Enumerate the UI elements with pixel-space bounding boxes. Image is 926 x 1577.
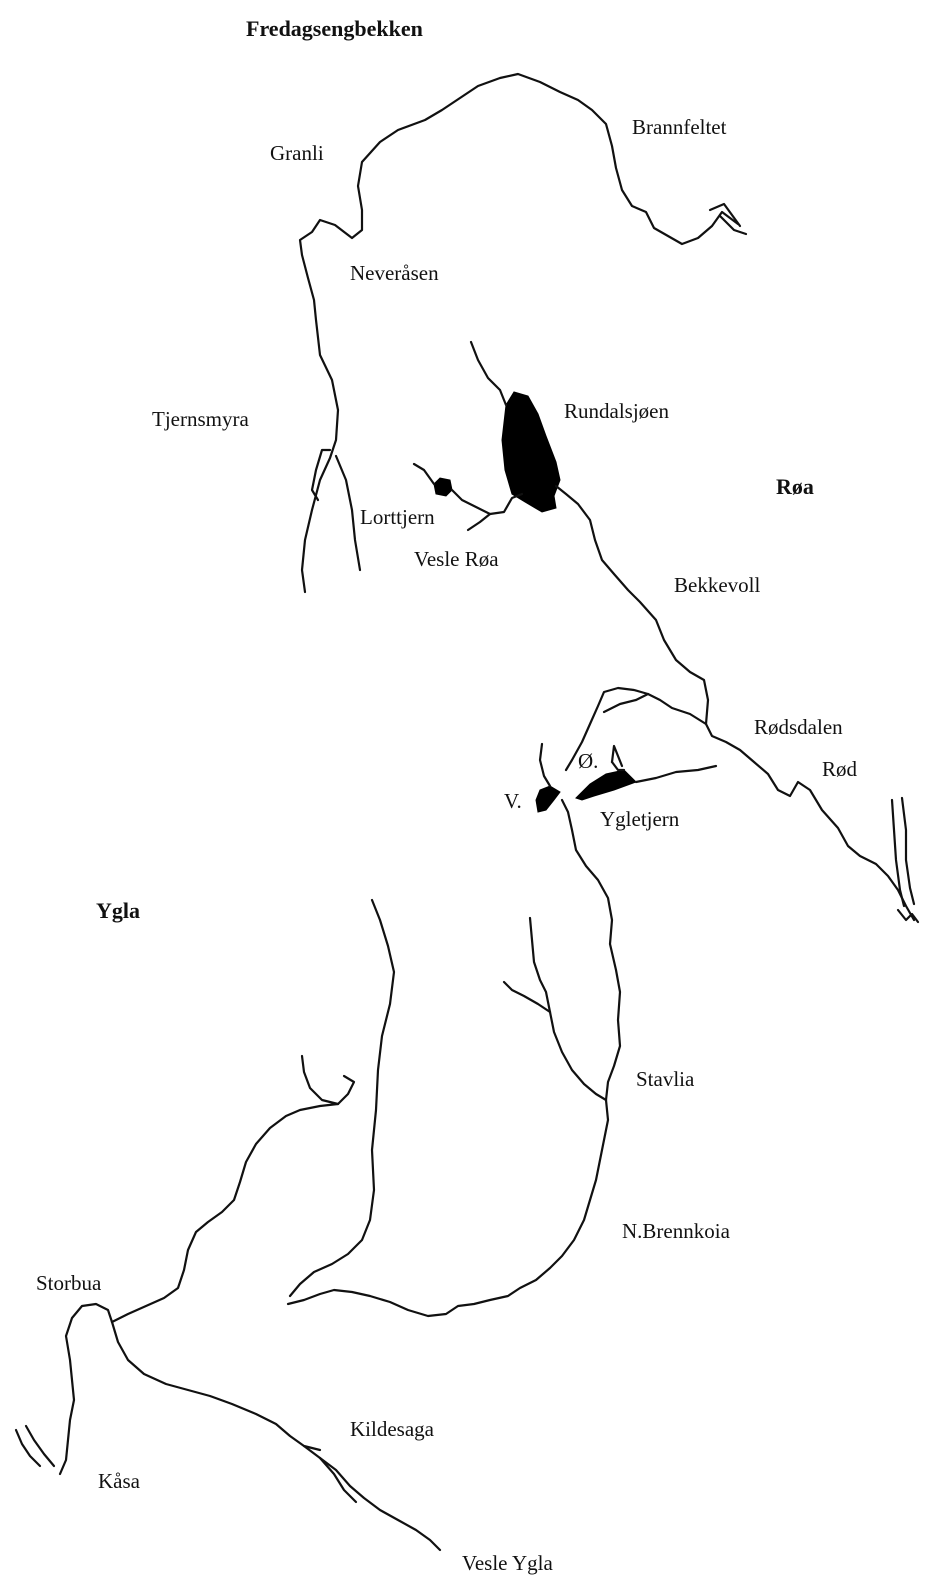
river-ygla-main <box>286 798 622 1318</box>
label-neverasen: Neveråsen <box>350 261 439 285</box>
label-fredagsengbekken: Fredagsengbekken <box>246 16 423 41</box>
label-vesle-roa: Vesle Røa <box>414 547 499 571</box>
river-brannfeltet-outlet-upper <box>708 202 742 228</box>
river-stavlia-branch-fork <box>502 980 552 1014</box>
lake-rundalsjoen <box>501 391 561 513</box>
river-rod-outlet-1 <box>890 798 906 908</box>
river-fredagsengbekken <box>298 72 740 594</box>
river-storbua-branch-fork <box>110 1102 340 1324</box>
label-vesle-ygla: Vesle Ygla <box>462 1551 553 1575</box>
label-bekkevoll: Bekkevoll <box>674 573 760 597</box>
river-vesle-roa-branch <box>466 512 492 532</box>
label-n-brennkoia: N.Brennkoia <box>622 1219 731 1243</box>
river-storbua-loop <box>58 1302 114 1476</box>
label-granli: Granli <box>270 141 324 165</box>
river-rundal-inflow <box>469 340 508 407</box>
river-tjernsmyra-branch <box>310 448 332 502</box>
river-roa <box>554 484 916 922</box>
river-kildesaga-branch <box>288 898 396 1298</box>
river-vesle-ygla-fork <box>318 1456 358 1504</box>
label-lorttjern: Lorttjern <box>360 505 435 529</box>
river-stavlia-branch <box>528 916 608 1102</box>
river-rodsdalen-branch <box>564 686 708 772</box>
lake-vestre-ygletjern <box>535 785 561 813</box>
river-brannfeltet-outlet-lower <box>718 214 748 236</box>
river-storbua-to-kildesaga <box>110 1320 322 1452</box>
label-rod: Rød <box>822 757 858 781</box>
river-rodsdalen-branch-fork <box>602 692 650 714</box>
label-kasa: Kåsa <box>98 1469 141 1493</box>
river-ygletjern-inflow-v <box>538 742 552 788</box>
river-ygletjern-inflow-east <box>634 764 718 784</box>
label-rodsdalen: Rødsdalen <box>754 715 843 739</box>
river-rod-outlet-2 <box>900 796 916 906</box>
label-storbua: Storbua <box>36 1271 102 1295</box>
label-brannfeltet: Brannfeltet <box>632 115 727 139</box>
river-rod-outlet-3 <box>896 908 920 924</box>
label-stavlia: Stavlia <box>636 1067 695 1091</box>
label-ygla: Ygla <box>96 898 140 923</box>
river-tjernsmyra-branch-east <box>334 454 362 572</box>
label-rundalsjoen: Rundalsjøen <box>564 399 669 423</box>
label-ygletjern-o: Ø. <box>578 749 598 773</box>
river-ygletjern-inflow-o <box>610 760 626 772</box>
river-storbua-branch <box>300 1054 356 1106</box>
label-ygletjern-v: V. <box>504 789 522 813</box>
label-roa: Røa <box>776 474 814 499</box>
label-ygletjern: Ygletjern <box>600 807 680 831</box>
river-kasa-left <box>14 1428 42 1468</box>
river-vesle-ygla <box>302 1444 442 1552</box>
lake-ostre-ygletjern <box>575 769 637 801</box>
lake-lorttjern <box>433 477 453 497</box>
river-ygletjern-inflow-o-north <box>610 744 624 768</box>
label-tjernsmyra: Tjernsmyra <box>152 407 249 431</box>
river-kasa-right <box>24 1424 56 1468</box>
label-kildesaga: Kildesaga <box>350 1417 435 1441</box>
